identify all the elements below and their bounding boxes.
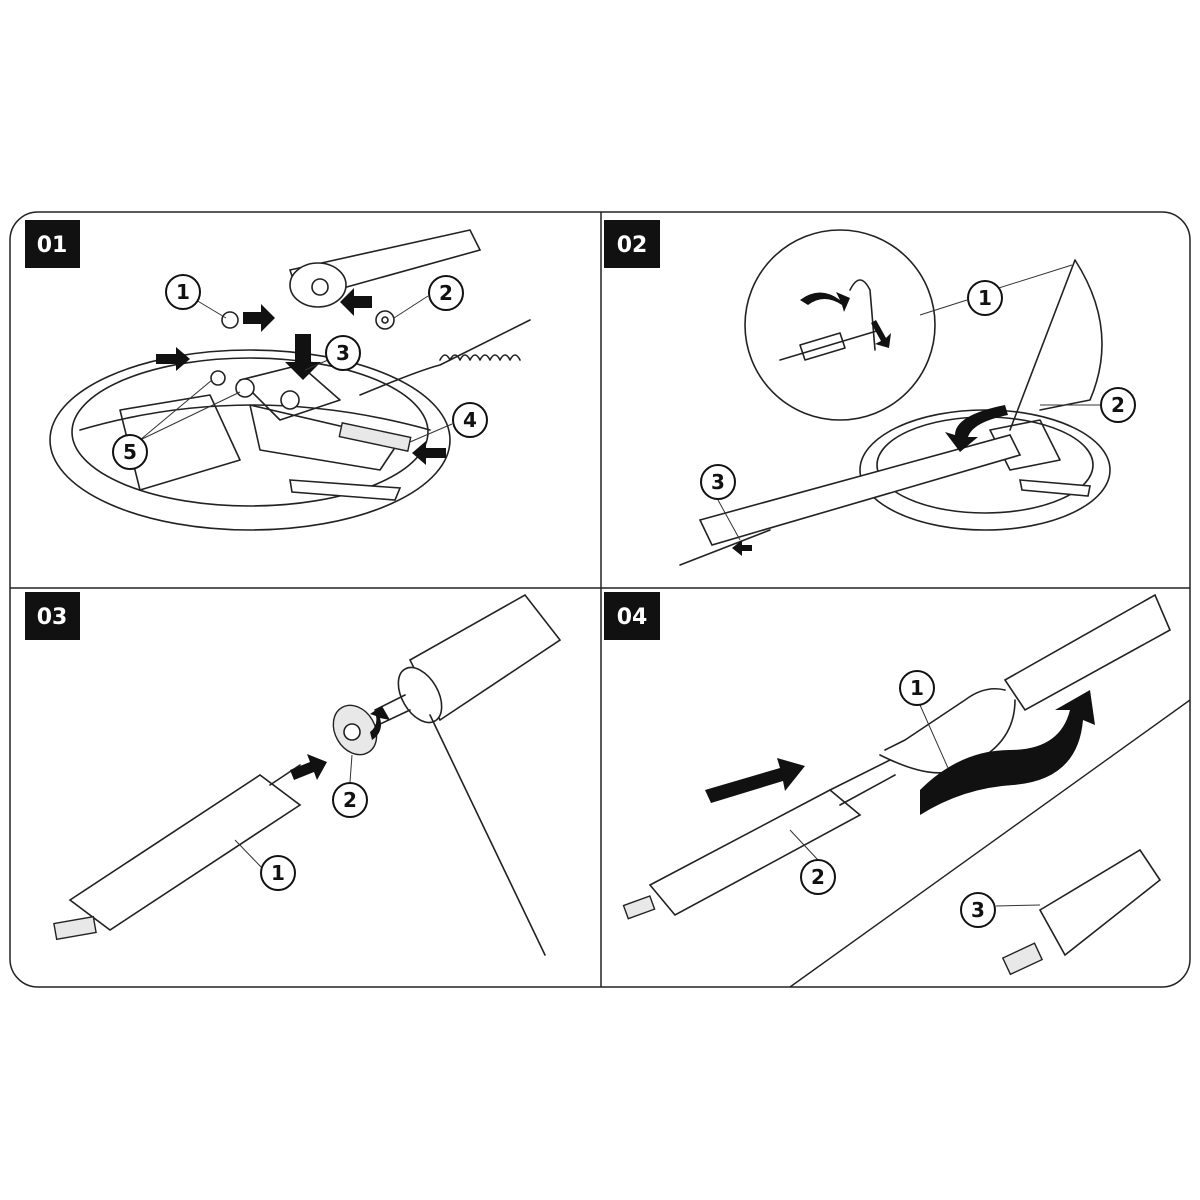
callout-3: 3	[325, 335, 361, 371]
coiled-cable	[884, 687, 1006, 751]
part-bolt	[338, 422, 412, 452]
svg-text:1: 1	[271, 861, 285, 885]
svg-text:3: 3	[711, 470, 725, 494]
coil-illustration	[49, 349, 451, 531]
arrow-rotate	[370, 706, 390, 740]
arrow-right	[705, 758, 805, 803]
arrow-curved	[920, 690, 1095, 815]
step-number: 01	[37, 233, 68, 258]
svg-text:2: 2	[439, 281, 453, 305]
cable	[429, 714, 546, 956]
panel-step-01: 01 1 2 3 4 5	[25, 220, 531, 531]
arrow-left	[340, 288, 372, 316]
callout-2: 2	[800, 859, 836, 895]
callout-3: 3	[700, 464, 736, 500]
panel-step-03: 03 1 2	[25, 592, 562, 956]
callout-2: 2	[1100, 387, 1136, 423]
cable	[359, 319, 531, 396]
svg-text:1: 1	[176, 280, 190, 304]
callout-1: 1	[967, 280, 1003, 316]
arrow-curved	[945, 405, 1008, 452]
svg-text:3: 3	[971, 898, 985, 922]
callout-5: 5	[112, 434, 148, 470]
callout-4: 4	[452, 402, 488, 438]
detail-magnifier	[744, 229, 936, 421]
step-number: 02	[617, 233, 648, 258]
svg-text:5: 5	[123, 440, 137, 464]
step-number: 03	[37, 605, 68, 630]
step-badge	[25, 592, 80, 640]
shaft-end	[1038, 848, 1162, 957]
step-badge	[604, 592, 660, 640]
step-badge	[25, 220, 80, 268]
svg-text:2: 2	[1111, 393, 1125, 417]
arrow-curved	[800, 292, 850, 312]
diagonal-divider	[789, 699, 1191, 988]
svg-text:1: 1	[978, 286, 992, 310]
svg-text:1: 1	[910, 676, 924, 700]
arrow-down	[285, 334, 321, 380]
arrow-right	[243, 304, 275, 332]
arrow-right	[156, 347, 190, 371]
arrow-left	[412, 441, 446, 465]
svg-text:2: 2	[811, 865, 825, 889]
shaft	[698, 434, 1022, 546]
part-washer-1	[221, 311, 239, 329]
panel-step-04: 04 1 2 3	[604, 592, 1191, 988]
callout-1: 1	[899, 670, 935, 706]
control-box	[68, 774, 302, 931]
callout-2: 2	[428, 275, 464, 311]
callout-2: 2	[332, 782, 368, 818]
arrow-right	[290, 754, 327, 780]
rod	[679, 529, 771, 566]
callout-3: 3	[960, 892, 996, 928]
shaft	[1003, 593, 1172, 712]
arrow-left	[732, 540, 752, 556]
arrow-down	[871, 320, 891, 348]
coiled-cable	[439, 354, 521, 361]
svg-text:3: 3	[336, 341, 350, 365]
callout-1: 1	[165, 274, 201, 310]
svg-text:2: 2	[343, 788, 357, 812]
callout-1: 1	[260, 855, 296, 891]
shaft-illustration	[288, 229, 482, 308]
cable	[1009, 259, 1103, 431]
coil-illustration	[859, 409, 1111, 531]
step-number: 04	[617, 605, 648, 630]
panel-step-02: 02 1 2 3	[604, 220, 1136, 566]
svg-text:4: 4	[463, 408, 477, 432]
step-badge	[604, 220, 660, 268]
control-box	[648, 789, 862, 917]
